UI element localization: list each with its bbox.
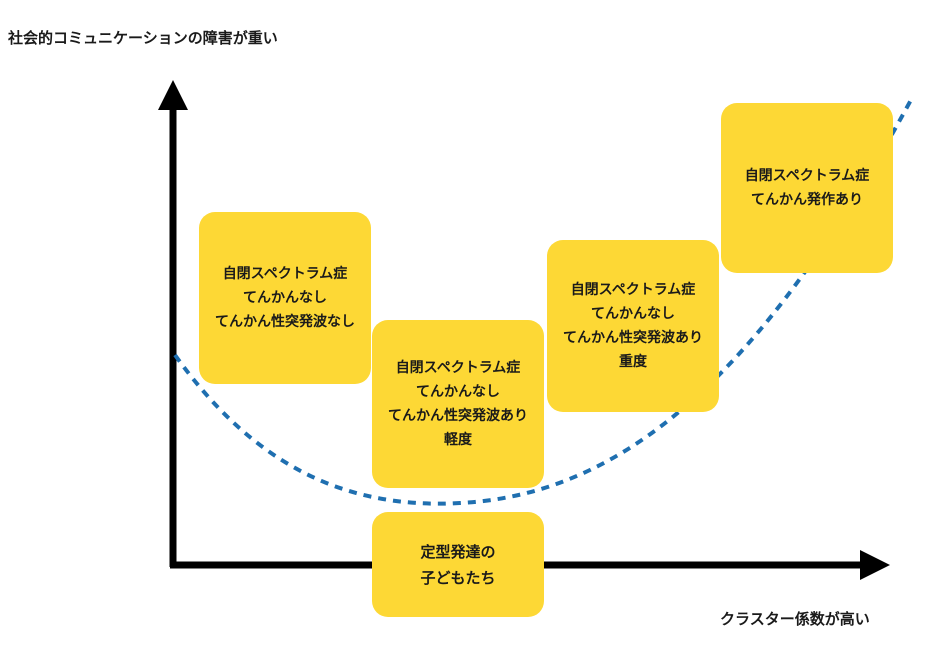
box-line: てんかんなし (243, 290, 327, 306)
box-asd-eeg-severe: 自閉スペクトラム症 てんかんなし てんかん性突発波あり 重度 (547, 240, 719, 412)
box-line: てんかんなし (416, 384, 500, 400)
box-asd-seizure: 自閉スペクトラム症 てんかん発作あり (721, 103, 893, 273)
box-line: 重度 (619, 354, 647, 370)
box-asd-no-seizure-no-eeg: 自閉スペクトラム症 てんかんなし てんかん性突発波なし (199, 212, 371, 384)
box-line: 子どもたち (420, 568, 496, 587)
u-shaped-curve (173, 97, 914, 506)
box-line: てんかん性突発波あり (388, 408, 528, 424)
box-line: 自閉スペクトラム症 (395, 360, 521, 376)
box-line: 軽度 (444, 432, 472, 448)
box-line: てんかん性突発波あり (563, 330, 703, 346)
box-line: てんかんなし (591, 306, 675, 322)
box-typical-development: 定型発達の 子どもたち (372, 512, 544, 617)
box-line: 自閉スペクトラム症 (570, 282, 696, 298)
x-axis-arrowhead (860, 550, 890, 580)
x-axis-label: クラスター係数が高い (720, 610, 870, 628)
box-line: てんかん発作あり (751, 192, 863, 208)
y-axis-label: 社会的コミュニケーションの障害が重い (8, 29, 278, 47)
box-line: 定型発達の (420, 542, 496, 561)
box-line: 自閉スペクトラム症 (222, 266, 348, 282)
box-line: てんかん性突発波なし (215, 314, 355, 330)
box-asd-eeg-mild: 自閉スペクトラム症 てんかんなし てんかん性突発波あり 軽度 (372, 320, 544, 488)
y-axis-arrowhead (158, 80, 188, 110)
box-line: 自閉スペクトラム症 (744, 168, 870, 184)
